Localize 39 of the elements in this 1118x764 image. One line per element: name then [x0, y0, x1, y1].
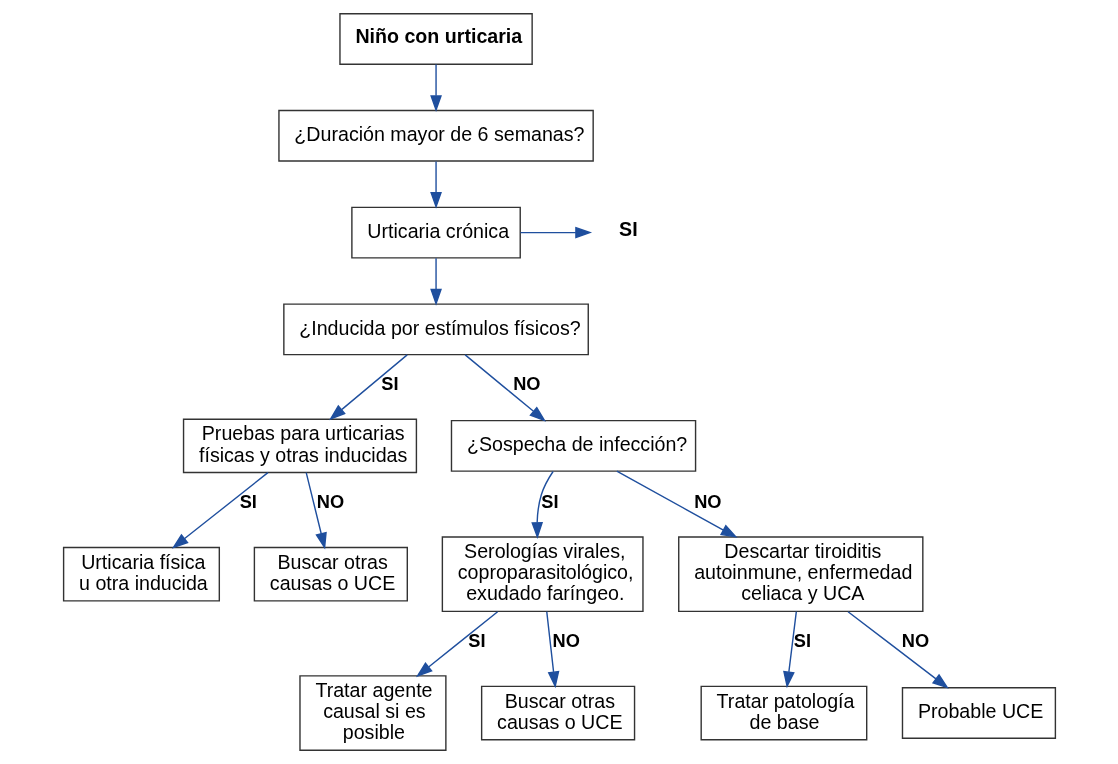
- edge-label: SI: [540, 491, 558, 513]
- arrow: [545, 611, 559, 689]
- arrow: [846, 611, 949, 689]
- arrow: [328, 354, 408, 421]
- arrow: [171, 471, 269, 549]
- node-box: Buscar otras causas o UCE: [253, 546, 408, 602]
- arrow: [415, 611, 498, 678]
- arrow: [782, 611, 797, 689]
- node-box: Buscar otras causas o UCE: [480, 685, 635, 741]
- edge-label: SI: [467, 629, 486, 651]
- node-box: Urticaria física u otra inducida: [62, 546, 220, 602]
- edge-label: NO: [512, 373, 541, 395]
- node-box: Probable UCE: [901, 687, 1056, 739]
- node-box: Pruebas para urticarias físicas y otras inducidas: [182, 418, 417, 474]
- node-box: Tratar agente causal si es posible: [298, 675, 447, 751]
- edge-label: SI: [793, 629, 811, 651]
- arrow: [429, 63, 442, 113]
- node-box: Niño con urticaria: [338, 13, 533, 65]
- edge-label: SI: [380, 373, 399, 395]
- node-box: ¿Duración mayor de 6 semanas?: [277, 109, 594, 162]
- edge-label: NO: [901, 629, 929, 651]
- edge-label: NO: [316, 491, 344, 513]
- node-box: ¿Inducida por estímulos físicos?: [282, 303, 589, 356]
- arrow: [615, 470, 738, 538]
- node-text: SI: [618, 218, 638, 241]
- arrow: [429, 257, 442, 306]
- node-box: ¿Sospecha de infección?: [450, 419, 696, 472]
- edge-label: NO: [551, 629, 580, 651]
- node-box: Tratar patología de base: [699, 685, 867, 741]
- node-box: Descartar tiroiditis autoinmune, enfermedad celiaca y UCA: [677, 536, 924, 613]
- edge-label: SI: [239, 491, 257, 513]
- arrow: [429, 160, 442, 209]
- arrow: [519, 226, 592, 239]
- node-box: Urticaria crónica: [350, 206, 521, 259]
- arrow: [305, 471, 327, 550]
- arrow: [530, 470, 554, 539]
- arrow: [464, 354, 546, 422]
- edge-label: NO: [693, 491, 721, 513]
- node-box: Serologías virales, coproparasitológico, exudado faríngeo.: [441, 536, 644, 613]
